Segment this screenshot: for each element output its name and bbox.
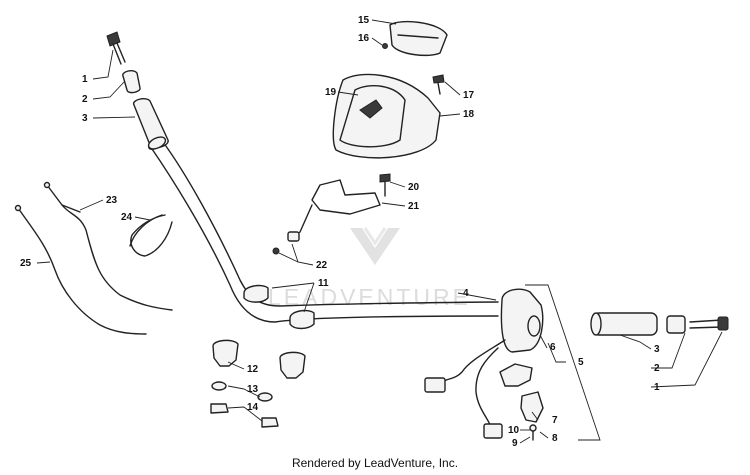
callout-16: 16 — [358, 33, 370, 44]
callout-4: 4 — [463, 288, 469, 299]
callout-21: 21 — [408, 201, 420, 212]
callout-1-left: 1 — [82, 74, 88, 85]
callout-10: 10 — [508, 425, 520, 436]
cable-parts[interactable] — [14, 181, 173, 335]
callout-11: 11 — [318, 278, 329, 289]
callout-9: 9 — [512, 438, 518, 449]
callout-7: 7 — [552, 415, 558, 426]
callout-12: 12 — [247, 364, 259, 375]
bracket-parts[interactable] — [272, 173, 391, 255]
callout-numbers: 1 2 3 4 5 6 7 8 9 10 11 12 13 14 15 16 1… — [20, 15, 660, 449]
clamp-parts[interactable] — [210, 284, 315, 428]
callout-23: 23 — [106, 195, 118, 206]
callout-6: 6 — [550, 342, 556, 353]
right-grip-parts[interactable] — [590, 312, 729, 336]
callout-2-right: 2 — [654, 363, 660, 374]
leader-lines — [36, 19, 723, 444]
throttle-parts[interactable] — [499, 363, 544, 441]
callout-14: 14 — [247, 402, 259, 413]
watermark-text: LEADVENTURE — [268, 284, 471, 310]
callout-1-right: 1 — [654, 382, 660, 393]
callout-3-left: 3 — [82, 113, 88, 124]
callout-8: 8 — [552, 433, 558, 444]
gauge-parts[interactable] — [332, 20, 448, 159]
callout-19: 19 — [325, 87, 337, 98]
switch-housing-part-6[interactable] — [424, 288, 544, 439]
callout-2-left: 2 — [82, 94, 88, 105]
callout-18: 18 — [463, 109, 475, 120]
callout-24: 24 — [121, 212, 133, 223]
callout-17: 17 — [463, 90, 475, 101]
left-grip-parts[interactable] — [106, 31, 169, 151]
callout-22: 22 — [316, 260, 328, 271]
callout-15: 15 — [358, 15, 370, 26]
callout-3-right: 3 — [654, 344, 660, 355]
callout-13: 13 — [247, 384, 259, 395]
bracket-5 — [525, 284, 601, 441]
callout-5: 5 — [578, 357, 584, 368]
callout-20: 20 — [408, 182, 420, 193]
callout-25: 25 — [20, 258, 32, 269]
footer-credit: Rendered by LeadVenture, Inc. — [291, 456, 459, 470]
